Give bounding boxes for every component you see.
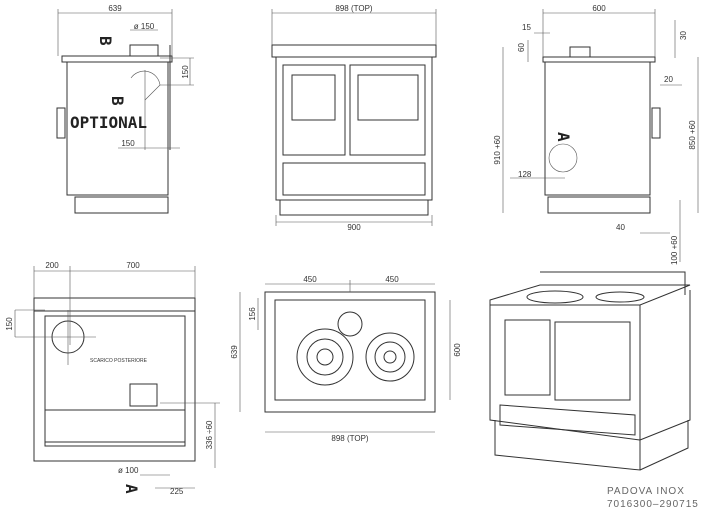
perspective-view <box>489 271 691 471</box>
top-view: 450 450 156 639 600 898 (TOP) <box>230 275 462 443</box>
oven-door-right <box>349 64 426 156</box>
label-optional: OPTIONAL <box>70 113 147 132</box>
dim-height-total: 910 +60 <box>493 135 502 165</box>
handle <box>56 107 66 139</box>
dim-outlet-height: 336 ÷60 <box>205 420 214 449</box>
side-view-right: 600 15 60 910 +60 30 20 850 +60 128 40 1… <box>493 4 699 265</box>
dim-20: 20 <box>664 75 673 84</box>
dim-156: 156 <box>248 307 257 321</box>
dim-outlet-dia: ø 100 <box>118 466 139 475</box>
oven-door-left <box>282 64 346 156</box>
flue-pipe <box>129 44 159 57</box>
dim-225: 225 <box>170 487 184 496</box>
drawer <box>282 162 426 196</box>
dim-width: 900 <box>347 223 361 232</box>
dim-128: 128 <box>518 170 532 179</box>
hotplate-left <box>296 328 354 386</box>
dim-60: 60 <box>517 43 526 52</box>
dim-width: 639 <box>108 4 122 13</box>
model-name: PADOVA INOX <box>607 486 685 497</box>
note-rear-outlet: SCARICO POSTERIORE <box>90 358 148 364</box>
label-a: A <box>554 132 573 142</box>
dim-30: 30 <box>679 31 688 40</box>
dim-150: 150 <box>5 317 14 331</box>
side-view-left: 639 ø 150 150 150 B B OPTIONAL <box>56 4 194 214</box>
dim-200: 200 <box>45 261 59 270</box>
dim-top-width: 898 (TOP) <box>331 434 369 443</box>
dim-height-body: 850 +60 <box>688 120 697 150</box>
dim-plinth: 100 +60 <box>670 235 679 265</box>
label-b: B <box>108 96 127 106</box>
flue-ring <box>337 311 363 337</box>
dim-width: 600 <box>592 4 606 13</box>
label-b-top: B <box>96 36 115 46</box>
dim-offset-v: 150 <box>181 65 190 79</box>
front-view: 898 (TOP) 900 <box>271 4 437 232</box>
rear-view: 200 700 150 SCARICO POSTERIORE 336 ÷60 ø… <box>5 261 220 496</box>
hotplate-right <box>365 332 415 382</box>
dim-450-left: 450 <box>303 275 317 284</box>
dim-top-width: 898 (TOP) <box>335 4 373 13</box>
dim-flue: ø 150 <box>134 22 155 31</box>
label-a: A <box>122 484 141 494</box>
dim-40: 40 <box>616 223 625 232</box>
dim-offset-h: 150 <box>121 139 135 148</box>
drawing-code: 7016300–290715 <box>607 499 699 507</box>
dim-700: 700 <box>126 261 140 270</box>
dim-depth: 639 <box>230 345 239 359</box>
dim-450-right: 450 <box>385 275 399 284</box>
dim-15: 15 <box>522 23 531 32</box>
dim-600: 600 <box>453 343 462 357</box>
